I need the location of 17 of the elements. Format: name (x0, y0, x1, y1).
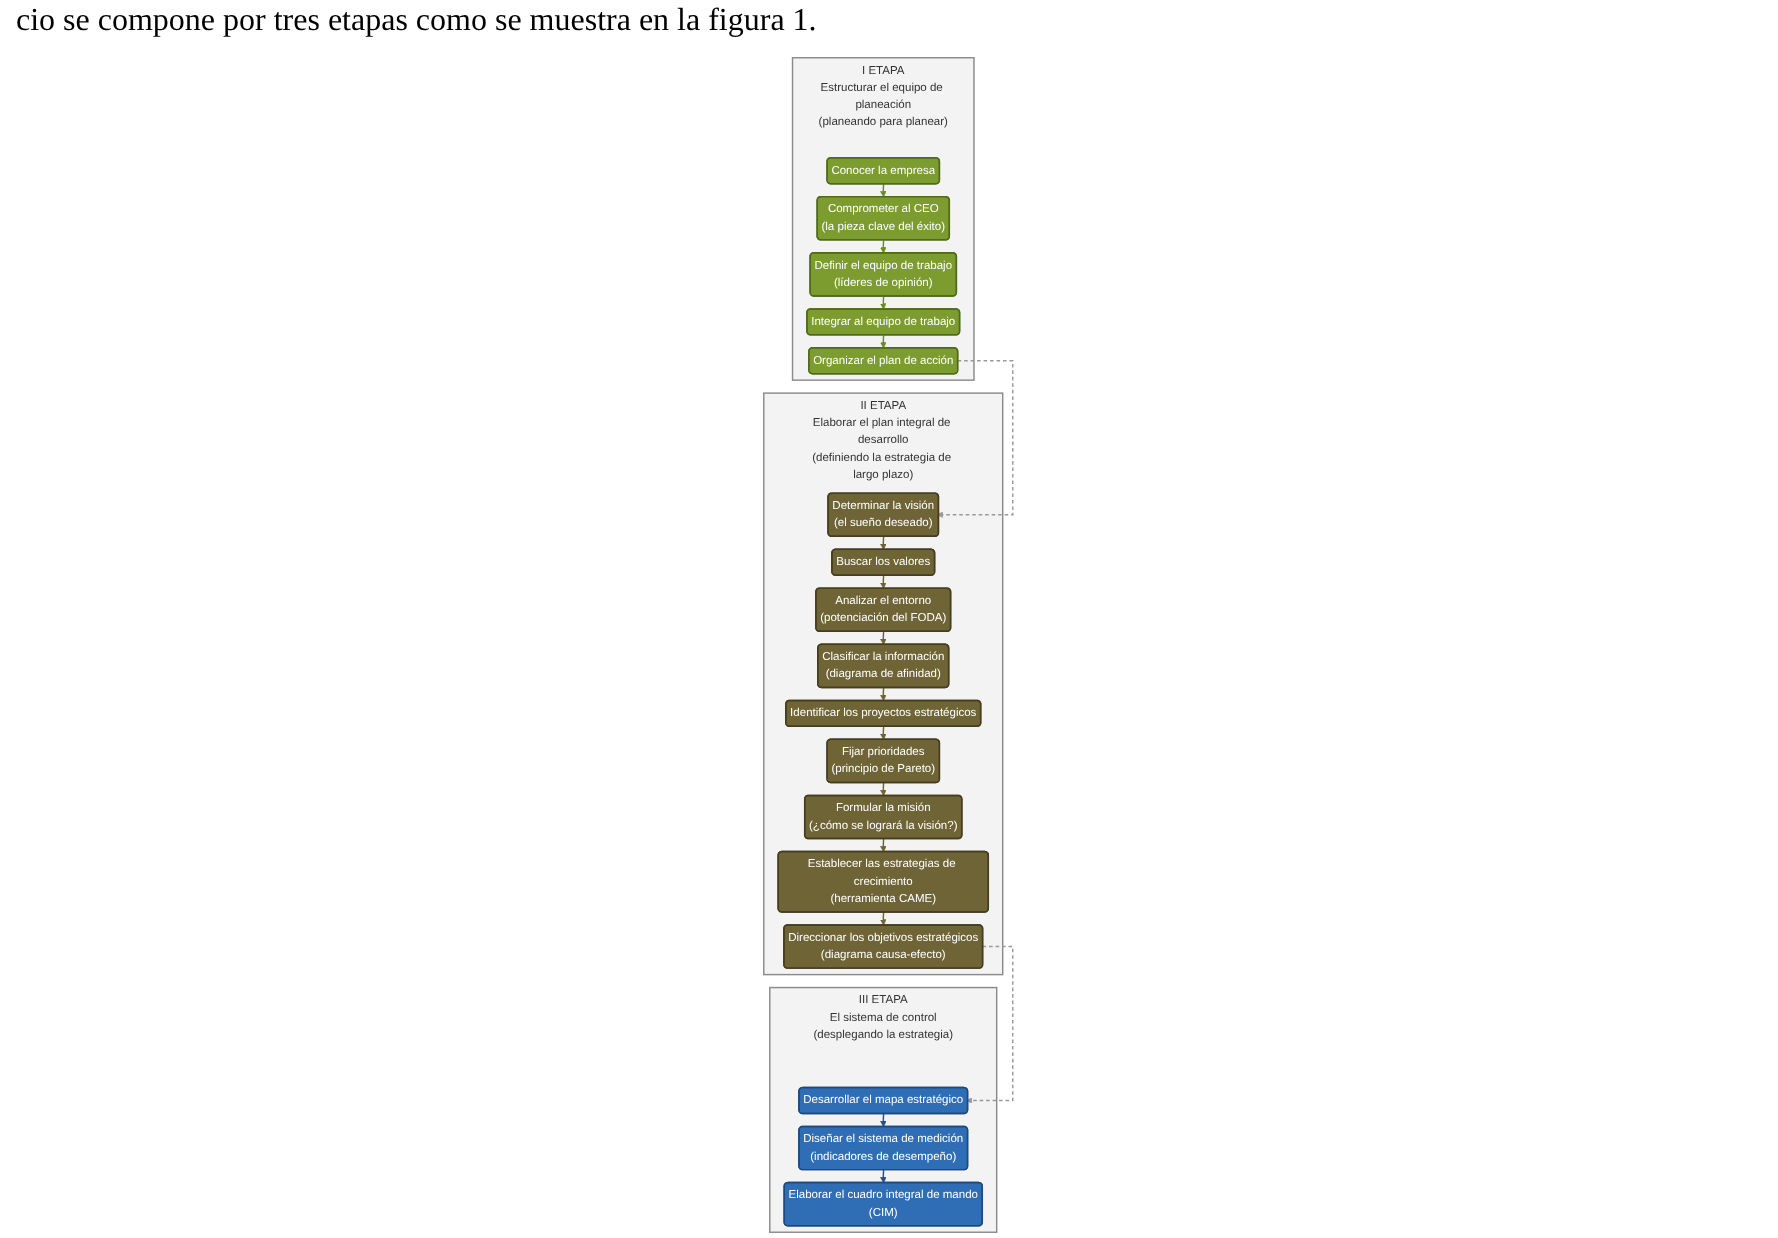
arrow (880, 725, 887, 740)
arrow (880, 1113, 887, 1128)
arrow (880, 630, 887, 645)
arrow (880, 1169, 887, 1184)
arrow (880, 535, 887, 550)
arrow (965, 945, 1014, 1104)
arrow (880, 574, 887, 589)
arrow (880, 838, 887, 853)
arrow (880, 334, 887, 349)
arrow (880, 782, 887, 797)
arrow (880, 239, 887, 254)
arrow (880, 911, 887, 926)
arrow (880, 687, 887, 702)
arrow (880, 295, 887, 310)
intro-text: cio se compone por tres etapas como se muestra en la figura 1. (14, 2, 819, 42)
arrow (880, 183, 887, 198)
arrow (936, 360, 1014, 518)
